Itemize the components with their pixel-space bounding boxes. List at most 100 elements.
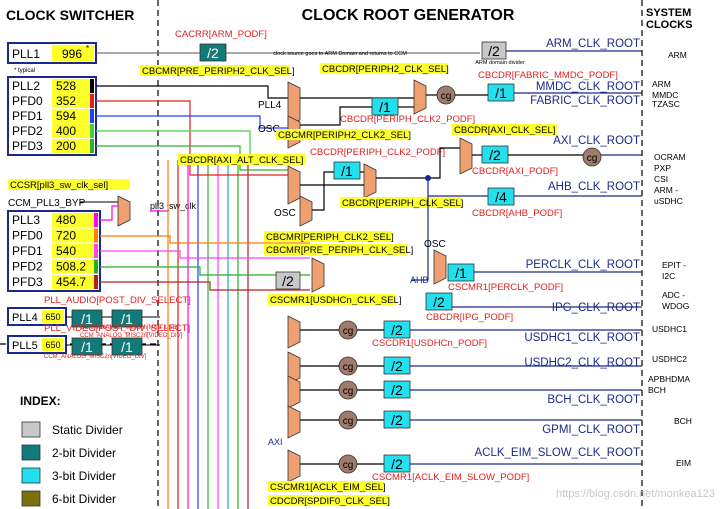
pll2-freq-2: 594: [56, 109, 76, 123]
pll3-to-sw: [100, 205, 118, 221]
system-clock-3: CSI: [654, 174, 668, 184]
pll1-star: *: [86, 44, 89, 53]
pll3-color-2: [94, 244, 98, 258]
periph-mux: [363, 163, 377, 199]
pll3-name-1: PFD0: [12, 229, 43, 243]
pll2-freq-1: 352: [56, 94, 76, 108]
osc-label-1: OSC: [258, 124, 280, 135]
cbcdr-p2-label-bg: [320, 63, 448, 74]
cbcdr-ipg-label: CBCDR[IPG_PODF]: [426, 312, 513, 323]
cbcdr-ahb-label: CBCDR[AHB_PODF]: [472, 208, 562, 219]
system-clock-1: ARM: [652, 79, 671, 89]
pll3-freq-bg-2: [52, 244, 94, 258]
cdcdr-spdif-label: CDCDR[SPDIF0_CLK_SEL]: [270, 496, 390, 507]
pll2-freq-bg-4: [52, 139, 90, 153]
index-swatch-0: [21, 421, 41, 438]
system-clock-8: USDHC2: [652, 354, 687, 364]
mmdc-cg-label: cg: [441, 91, 452, 102]
header-clock-switcher: CLOCK SWITCHER: [6, 7, 134, 23]
system-clock-4: ARM -: [654, 185, 678, 195]
arm-static-div-label: /2: [488, 43, 500, 59]
periph2-mux: [413, 79, 427, 115]
periph2-clk2-line: [300, 106, 372, 126]
pll3-freq-3: 508.2: [56, 260, 86, 274]
pll3-name-2: PFD1: [12, 244, 43, 258]
clock-root-6: IPG_CLK_ROOT: [552, 302, 640, 314]
header-system-clocks: CLOCKS: [646, 19, 692, 31]
pll2-name-2: PFD1: [12, 109, 43, 123]
pll4-div-b: [111, 309, 143, 328]
header-system-clocks: SYSTEM: [646, 7, 691, 19]
pll3-color-3: [94, 259, 98, 274]
cbcmr-p2clk2-label: CBCMR[PERIPH2_CLK2_SEL]: [278, 130, 411, 141]
usdhc2-mux-div-label: /2: [391, 358, 403, 374]
cbcmr-pclk2-label-bg: [264, 231, 392, 242]
pll3-color-0: [94, 213, 98, 227]
cbcdr-axi-label: CBCDR[AXI_CLK_SEL]: [454, 125, 555, 136]
pll5-div-b: [111, 337, 143, 356]
pll2-freq-bg-1: [52, 94, 90, 108]
pfd0-feed: [96, 100, 290, 176]
pll2-freq-3: 400: [56, 124, 76, 138]
pll3-color-4: [94, 275, 98, 289]
pll3-freq-bg-4: [52, 275, 94, 289]
pll3-freq-4: 454.7: [56, 275, 86, 289]
pll2-freq-4: 200: [56, 139, 76, 153]
pll3-name-4: PFD3: [12, 275, 43, 289]
pll4-div-a: [71, 309, 103, 328]
cbcmr-prep-label-bg: [264, 244, 408, 255]
pll3-name-3: PFD2: [12, 260, 43, 274]
cbcdr-p2-label: CBCDR[PERIPH2_CLK_SEL]: [322, 64, 449, 75]
pll5-freq: 650: [45, 340, 60, 350]
pll2-freq-bg-3: [52, 124, 90, 138]
index-swatch-2: [21, 467, 41, 484]
cbcdr-fabric-label: CBCDR[FABRIC_MMDC_PODF]: [478, 70, 618, 81]
pll5-name: PLL5: [12, 340, 38, 352]
pll5-misc-label: CCM_ANALOG_MISC2n[VIDEO_DIV]: [44, 354, 147, 360]
pll3-freq-2: 540: [56, 244, 76, 258]
clock-root-10: GPMI_CLK_ROOT: [542, 424, 640, 436]
perclk-static-div-label: /2: [282, 273, 294, 289]
usdhc1-mux-div-label: /2: [391, 322, 403, 338]
axi-alt-mux: [287, 165, 301, 205]
perclk-div-label: /1: [455, 265, 467, 281]
arm-div-note: ARM domain divider: [475, 60, 525, 66]
periph-clk2-mux: [299, 195, 313, 227]
pll2-color-3: [90, 124, 94, 138]
cscmr1-perclk-label: CSCMR1[PERCLK_PODF]: [448, 282, 563, 293]
pll2-freq-bg-0: [52, 79, 90, 93]
ahb-down: [412, 196, 429, 281]
clock-root-4: AHB_CLK_ROOT: [548, 181, 640, 193]
system-clock-7: USDHC1: [652, 324, 687, 334]
pll3-pfd0-feed: [100, 235, 310, 244]
ahb-label: AHB: [410, 275, 429, 285]
pll4-div-a-label: /1: [81, 311, 93, 327]
pll1-note: * typical: [14, 68, 35, 74]
clock-root-11: ACLK_EIM_SLOW_CLK_ROOT: [474, 447, 640, 459]
pll3-freq-bg-0: [52, 213, 94, 227]
axi-cg: [582, 147, 602, 167]
cscmr1-usdhc-label: CSCMR1[USDHCn_CLK_SEL]: [270, 295, 401, 306]
pll2-name-3: PFD2: [12, 124, 43, 138]
fabric-div-label: /1: [495, 85, 507, 101]
osc-label-3: OSC: [424, 239, 446, 250]
header-clock-root-generator: CLOCK ROOT GENERATOR: [302, 7, 515, 24]
pll2-name-4: PFD3: [12, 139, 43, 153]
periph-clk2-div: [333, 161, 361, 180]
pll2-freq-0: 528: [56, 79, 76, 93]
eim-mux: [287, 449, 301, 483]
pll2-color-2: [90, 109, 94, 123]
cacrr-label: CACRR[ARM_PODF]: [175, 29, 267, 40]
system-clock-4: uSDHC: [654, 196, 683, 206]
cdcdr-spdif-label-bg: [268, 495, 390, 506]
system-clock-3: PXP: [654, 163, 671, 173]
axi-div-label: /2: [489, 147, 501, 163]
system-clock-3: OCRAM: [654, 152, 686, 162]
system-clock-5: I2C: [662, 271, 675, 281]
cscdr1-usdhc-label: CSCDR1[USDHCn_PODF]: [372, 338, 487, 349]
pll5-freq-bg: [42, 338, 64, 351]
pll5-div-a: [71, 337, 103, 356]
watermark: https://blog.csdn.net/monkea123: [556, 488, 715, 500]
usdhc2-mux-cg-label: cg: [343, 362, 354, 373]
index-label-3: 6-bit Divider: [52, 492, 116, 506]
